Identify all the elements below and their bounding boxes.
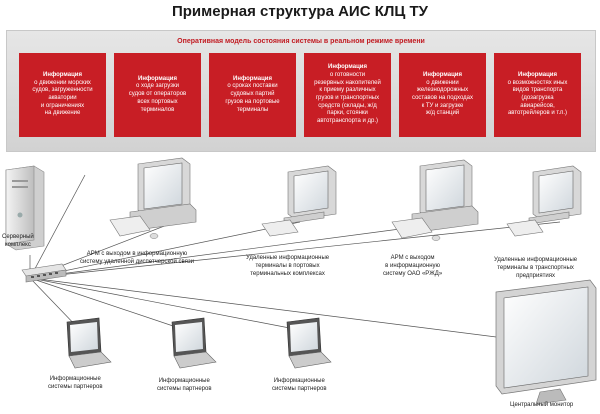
arm-rzd-label: АРМ с выходом в информационную систему О… bbox=[383, 255, 443, 277]
info-box-railway: Информация о движении железнодорожных со… bbox=[399, 53, 486, 137]
partners-systems-label: Информационные системы партнеров bbox=[48, 376, 103, 390]
partners-systems-label: Информационные системы партнеров bbox=[157, 378, 212, 392]
partners-systems-label: Информационные системы партнеров bbox=[272, 378, 327, 392]
info-box-text: о движении морских судов, загруженности … bbox=[32, 79, 93, 117]
desktop-computer-icon bbox=[506, 165, 582, 237]
info-box-other-transport: Информация о возможностях иных видов тра… bbox=[494, 53, 581, 137]
network-switch-icon bbox=[21, 263, 67, 283]
info-box-text: о движении железнодорожных составов на п… bbox=[412, 79, 473, 117]
remote-port-terminals-label: Удаленные информационные терминалы в пор… bbox=[246, 255, 330, 277]
info-box-storage: Информация о готовности резервных накопи… bbox=[304, 53, 391, 137]
info-box-lead: Информация bbox=[43, 71, 82, 78]
info-box-text: о готовности резервных накопителей к при… bbox=[314, 71, 381, 125]
info-box-text: о возможностях иных видов транспорта (до… bbox=[507, 79, 568, 117]
desktop-computer-icon bbox=[261, 165, 337, 237]
network-links bbox=[29, 174, 561, 341]
server-tower-icon bbox=[5, 165, 45, 251]
arm-remote-dispatch-label: АРМ с выходом в информационную систему у… bbox=[80, 251, 194, 265]
info-box-lead: Информация bbox=[233, 75, 272, 82]
info-box-lead: Информация bbox=[518, 71, 557, 78]
real-time-model-panel: Оперативная модель состояния системы в р… bbox=[6, 30, 596, 152]
info-box-sea-vessels: Информация о движении морских судов, заг… bbox=[19, 53, 106, 137]
info-box-delivery: Информация о сроках поставки судовых пар… bbox=[209, 53, 296, 137]
server-label: Серверный комплекс bbox=[2, 234, 34, 248]
info-box-lead: Информация bbox=[138, 75, 177, 82]
central-monitor-label: Центральный монитор bbox=[510, 402, 574, 408]
desktop-computer-icon bbox=[109, 157, 197, 239]
info-box-lead: Информация bbox=[328, 64, 367, 71]
central-monitor-icon bbox=[495, 279, 597, 405]
desktop-computer-icon bbox=[391, 159, 479, 241]
laptop-icon bbox=[286, 317, 332, 369]
laptop-icon bbox=[171, 317, 217, 369]
panel-title: Оперативная модель состояния системы в р… bbox=[177, 38, 425, 45]
info-box-text: о сроках поставки судовых партий грузов … bbox=[225, 83, 280, 113]
info-box-lead: Информация bbox=[423, 71, 462, 78]
page-title: Примерная структура АИС КЛЦ ТУ bbox=[171, 3, 429, 20]
info-box-loading: Информация о ходе загрузки судов от опер… bbox=[114, 53, 201, 137]
info-box-text: о ходе загрузки судов от операторов всех… bbox=[128, 83, 187, 113]
remote-transport-terminals-label: Удаленные информационные терминалы в тра… bbox=[494, 257, 578, 279]
laptop-icon bbox=[66, 317, 112, 369]
